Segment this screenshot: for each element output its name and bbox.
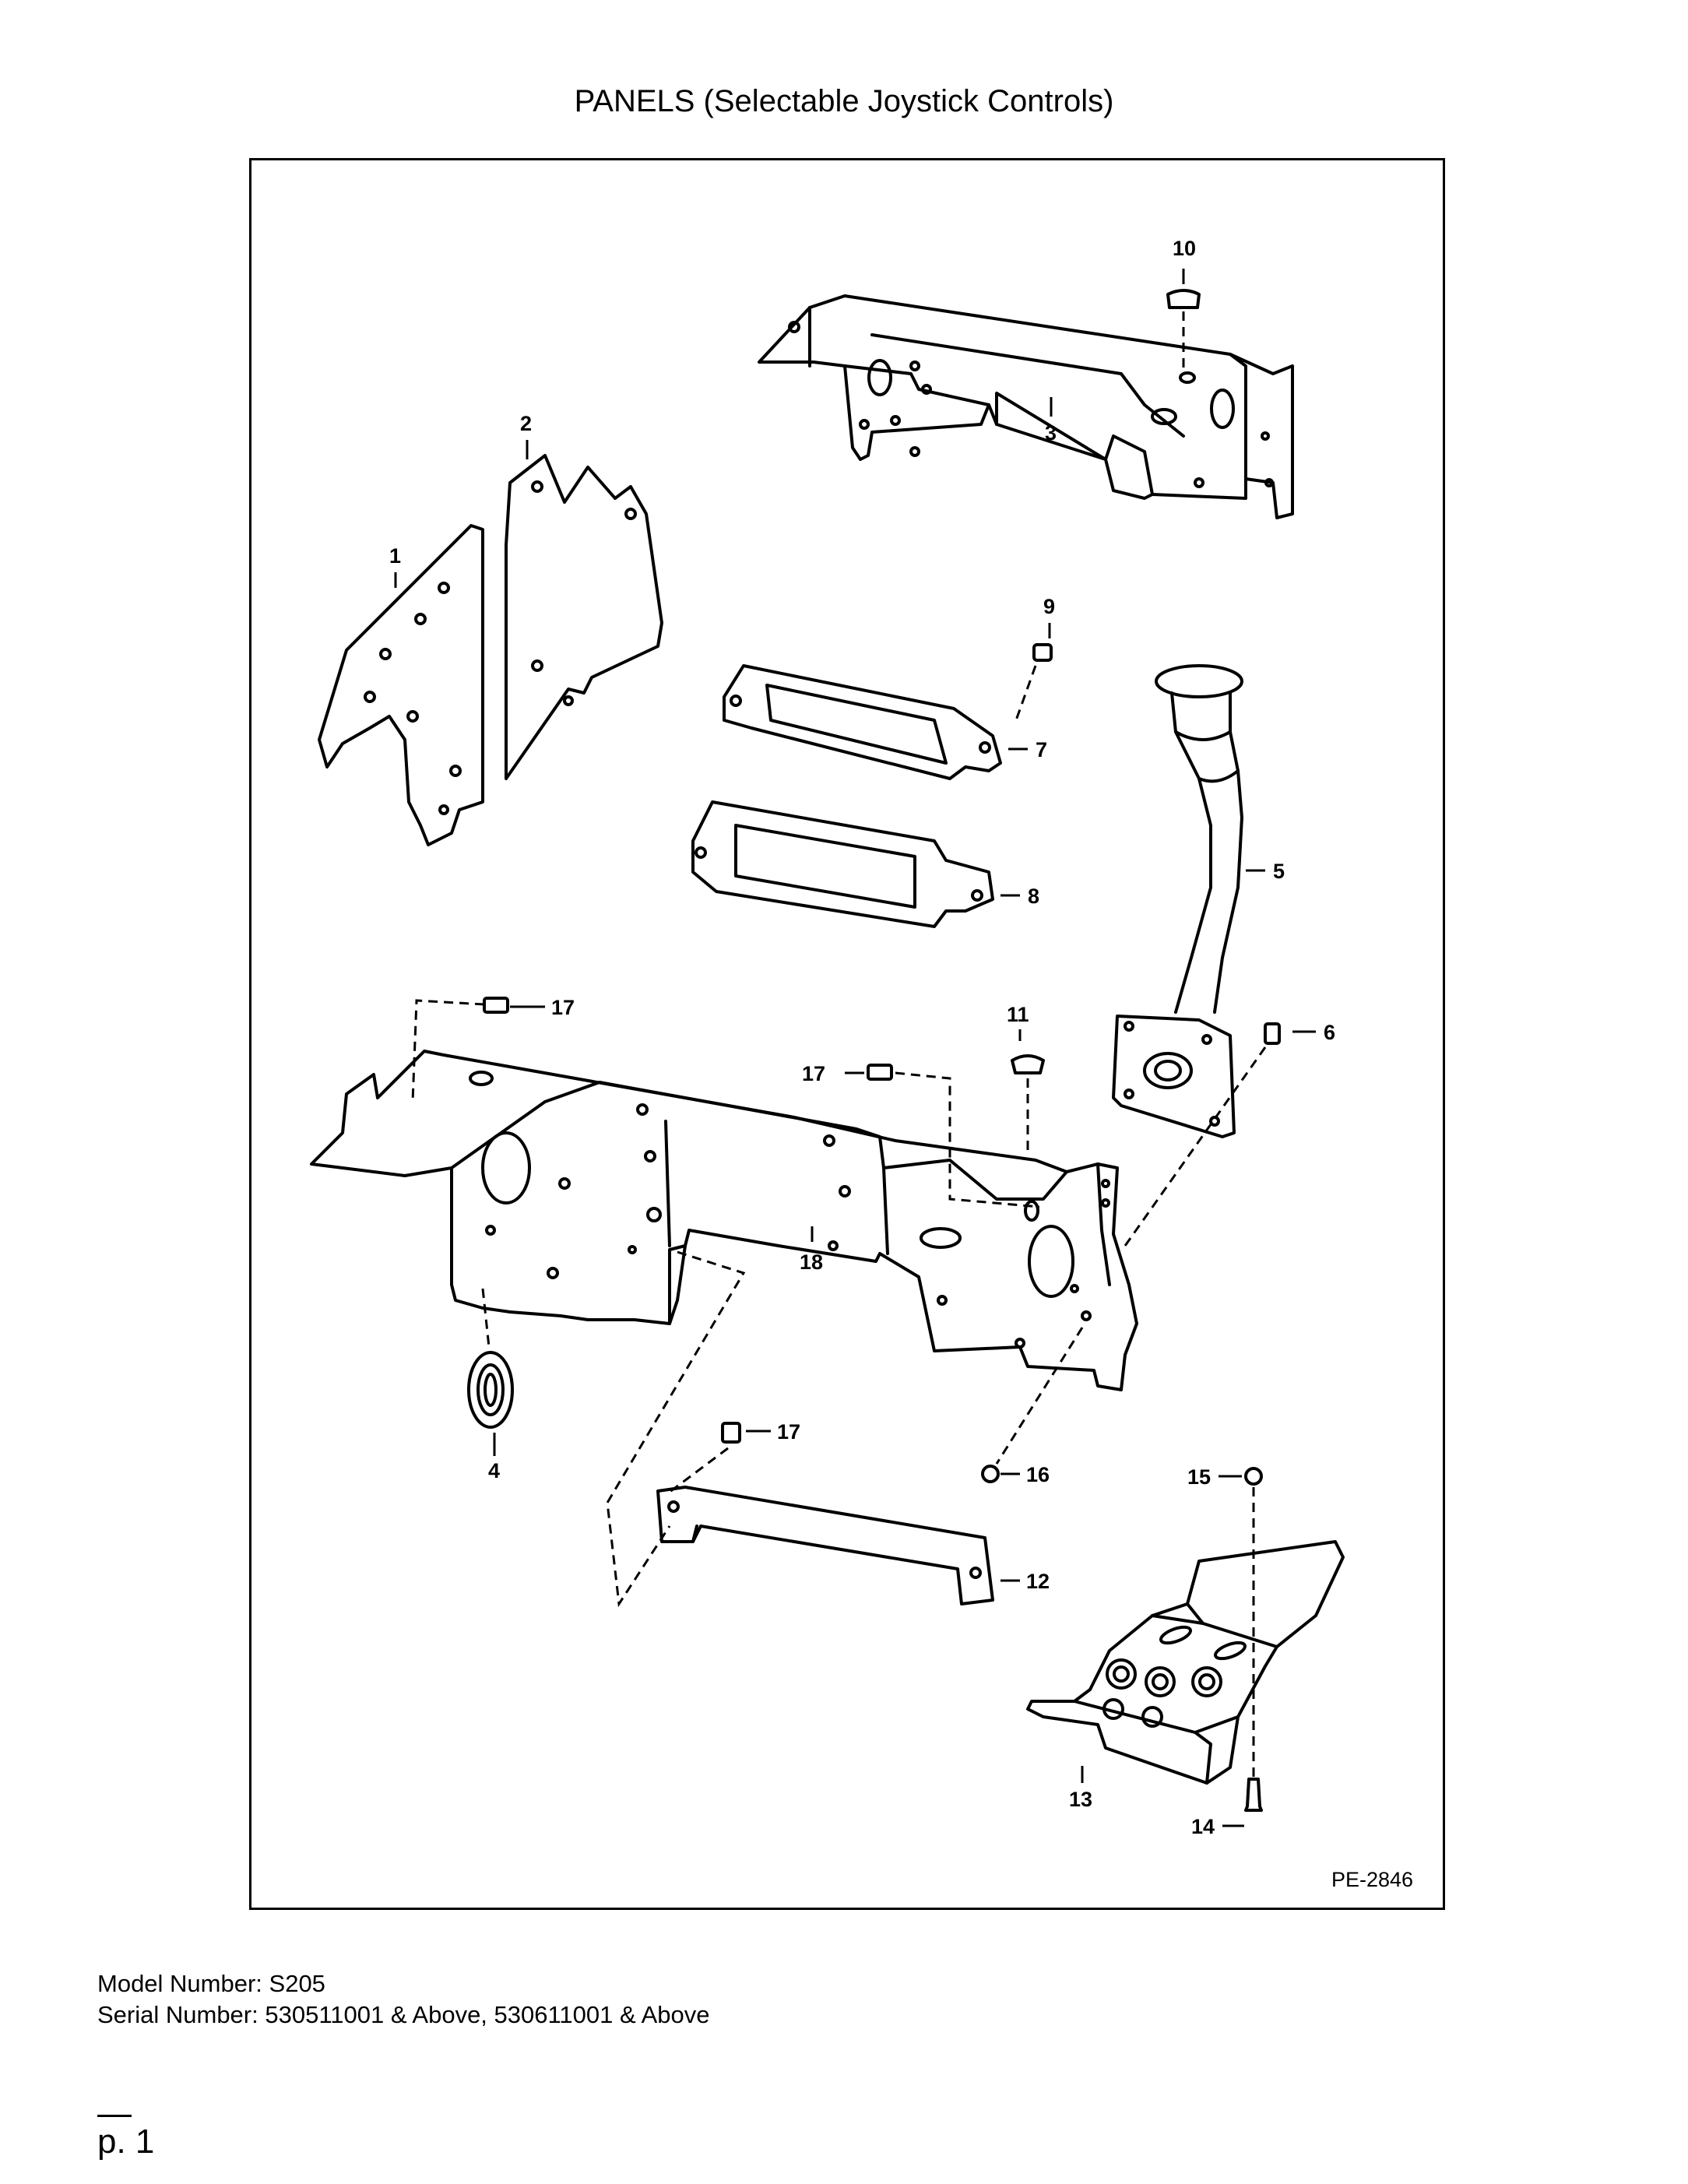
callout-16: 16 xyxy=(1026,1463,1050,1486)
callout-14: 14 xyxy=(1191,1815,1215,1838)
callout-11: 11 xyxy=(1007,1003,1029,1026)
part-9-bolt xyxy=(1032,643,1053,662)
part-1-side-panel xyxy=(318,524,484,846)
page-title: PANELS (Selectable Joystick Controls) xyxy=(574,84,1114,118)
part-6-bolt xyxy=(1264,1022,1281,1045)
part-17-bolt-b xyxy=(867,1064,893,1081)
drawing-number: PE-2846 xyxy=(1331,1868,1413,1891)
callout-6: 6 xyxy=(1324,1021,1335,1044)
callout-7: 7 xyxy=(1036,738,1047,761)
part-2-side-panel xyxy=(505,454,663,780)
callout-17a: 17 xyxy=(551,996,575,1019)
part-10-plug xyxy=(1166,289,1201,309)
callout-4: 4 xyxy=(488,1459,500,1482)
diagram-frame xyxy=(249,158,1445,1910)
part-17-bolt-a xyxy=(483,997,509,1014)
part-8-gasket xyxy=(691,800,994,928)
part-16-nut xyxy=(981,1465,1000,1483)
assembly-lines xyxy=(411,311,1267,1779)
callout-5: 5 xyxy=(1273,860,1285,883)
part-3-upper-panel xyxy=(758,294,1294,519)
page-number-rule xyxy=(97,2115,132,2117)
callout-17c: 17 xyxy=(777,1420,800,1444)
part-15-nut xyxy=(1244,1467,1263,1486)
part-17-bolt-c xyxy=(721,1422,741,1444)
part-4-grommet xyxy=(467,1351,514,1429)
part-14-bolt xyxy=(1244,1778,1263,1812)
part-7-bezel xyxy=(723,664,1002,780)
callout-9: 9 xyxy=(1043,595,1055,618)
callout-17b: 17 xyxy=(802,1062,825,1085)
callout-15: 15 xyxy=(1187,1465,1211,1489)
model-number: Model Number: S205 xyxy=(97,1970,325,1997)
callout-leaders xyxy=(394,269,1316,1827)
serial-number: Serial Number: 530511001 & Above, 530611… xyxy=(97,2001,710,2028)
callout-18: 18 xyxy=(800,1250,823,1274)
part-11-plug xyxy=(1011,1054,1045,1074)
callout-13: 13 xyxy=(1069,1788,1092,1811)
callout-10: 10 xyxy=(1173,237,1196,260)
hardware-fasteners xyxy=(483,289,1281,1812)
callout-2: 2 xyxy=(520,412,532,435)
callout-3: 3 xyxy=(1045,421,1057,445)
callout-1: 1 xyxy=(389,544,401,568)
part-13-control-bracket xyxy=(1026,1540,1345,1785)
page-number: p. 1 xyxy=(97,2122,155,2161)
callout-12: 12 xyxy=(1026,1570,1050,1593)
part-5-joystick-boot xyxy=(1112,664,1243,1138)
part-12-bracket xyxy=(656,1486,994,1605)
callout-8: 8 xyxy=(1028,885,1039,908)
part-18-main-panel xyxy=(310,1050,1138,1391)
